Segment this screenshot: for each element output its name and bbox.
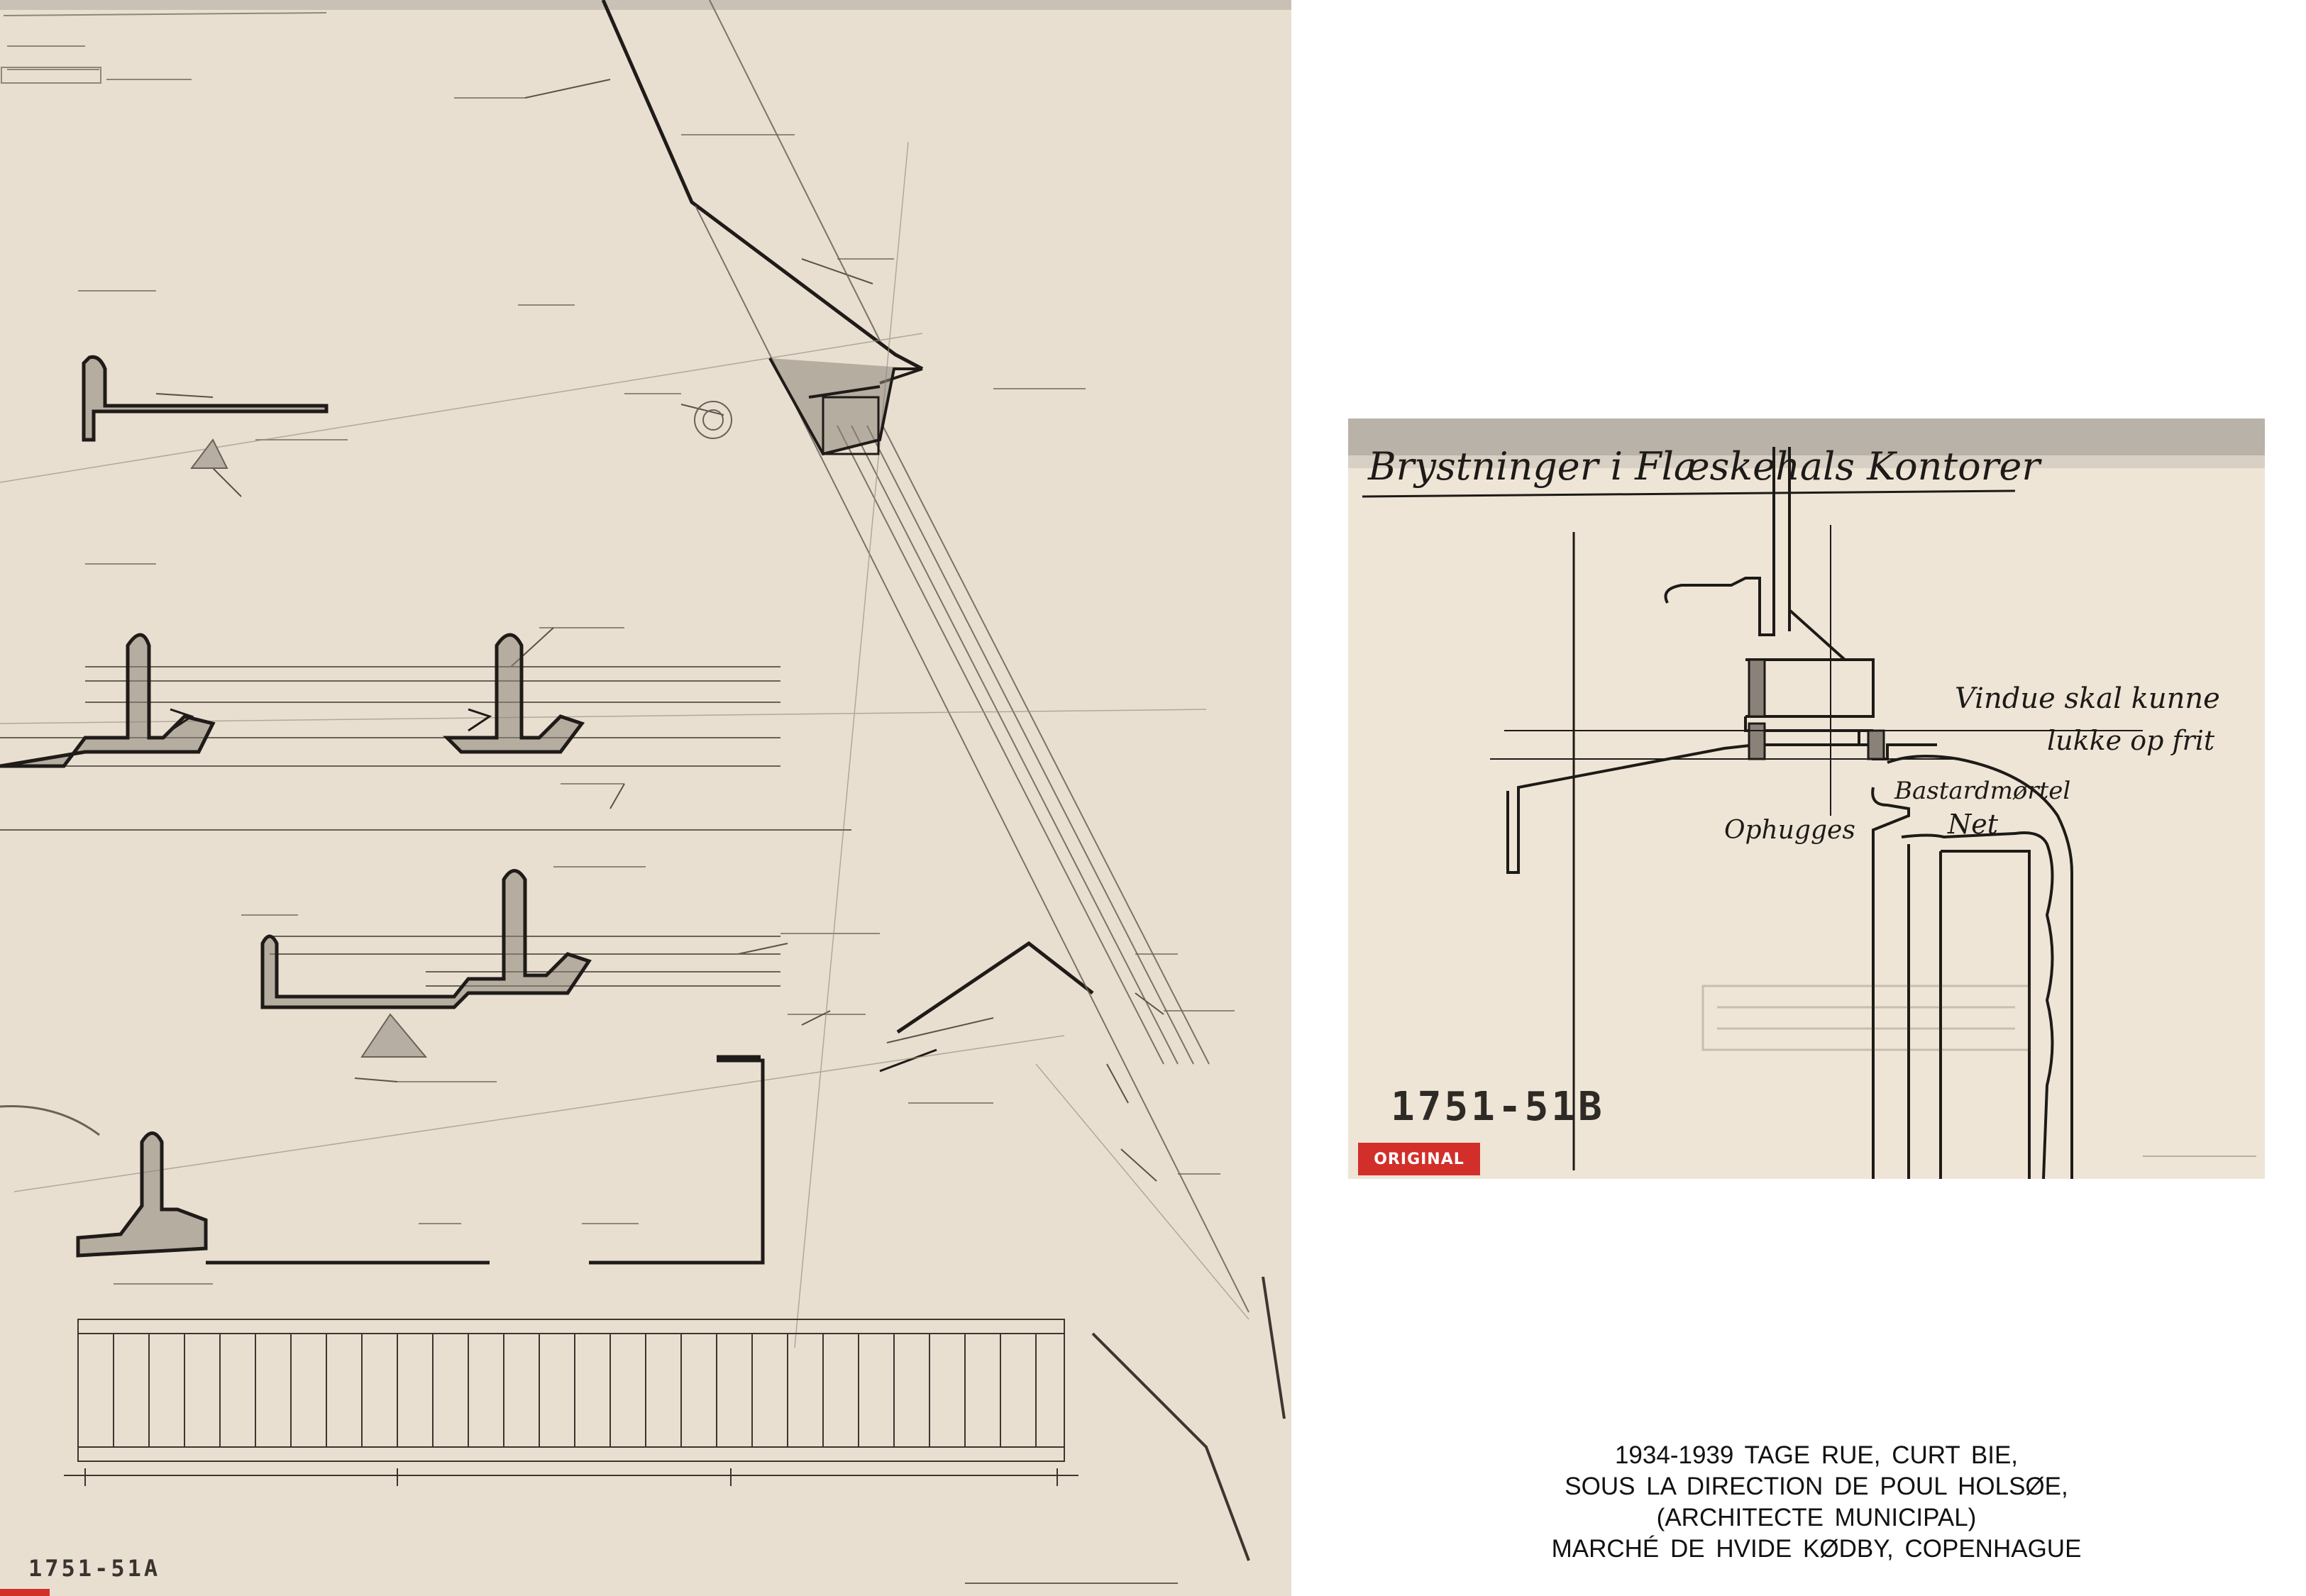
drawing-b-linework	[1348, 419, 2265, 1179]
sheet-number-b: 1751-51B	[1391, 1084, 1605, 1130]
drawing-sheet-a: 1751-51A	[0, 0, 1291, 1596]
caption-line-1: 1934-1939 TAGE RUE, CURT BIE,	[1614, 1441, 2019, 1469]
caption-line-4: MARCHÉ DE HVIDE KØDBY, COPENHAGUE	[1551, 1535, 2082, 1563]
sheet-number-a: 1751-51A	[28, 1555, 161, 1582]
note-ophugges: Ophugges	[1724, 816, 1855, 845]
caption-line-3: (ARCHITECTE MUNICIPAL)	[1656, 1504, 1977, 1531]
drawing-a-linework	[0, 0, 1291, 1596]
original-stamp: ORIGINAL	[1358, 1143, 1480, 1175]
note-vindue-line2: lukke op frit	[2047, 725, 2215, 756]
sheet-b-title: Brystninger i Flæskehals Kontorer	[1368, 444, 2041, 489]
drawing-sheet-b: Brystninger i Flæskehals Kontorer Vindue…	[1348, 419, 2265, 1179]
caption-line-2: SOUS LA DIRECTION DE POUL HOLSØE,	[1565, 1473, 2068, 1500]
note-bastardmortel: Bastardmørtel	[1894, 777, 2071, 805]
note-net: Net	[1948, 809, 1999, 840]
note-vindue-line1: Vindue skal kunne	[1955, 682, 2220, 715]
caption: 1934-1939 TAGE RUE, CURT BIE, SOUS LA DI…	[1377, 1440, 2256, 1565]
